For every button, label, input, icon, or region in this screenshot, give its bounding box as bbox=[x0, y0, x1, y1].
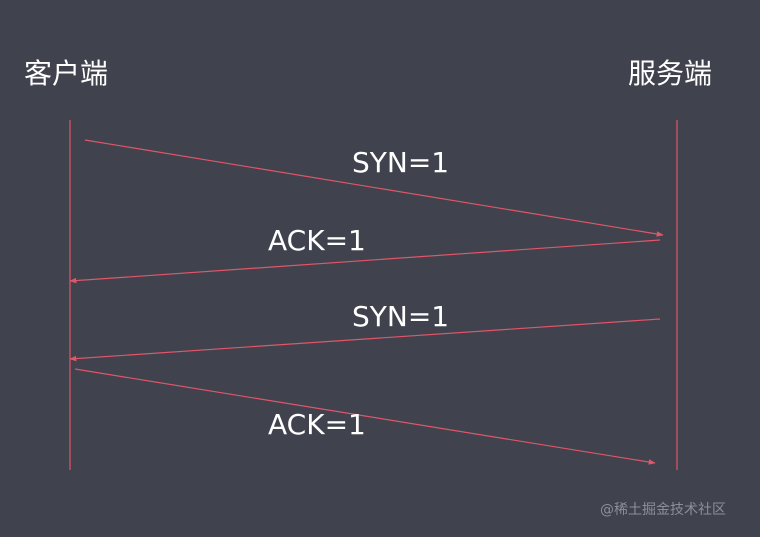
message-label-syn: SYN=1 bbox=[352, 146, 450, 179]
arrow-ack-client-to-server bbox=[74, 368, 656, 465]
message-label-ack: ACK=1 bbox=[268, 408, 366, 441]
server-title: 服务端 bbox=[628, 57, 713, 90]
watermark: @稀土掘金技术社区 bbox=[600, 502, 726, 518]
message-label-ack: ACK=1 bbox=[268, 224, 366, 257]
arrow-syn-client-to-server bbox=[84, 139, 664, 237]
arrow-syn-server-to-client bbox=[69, 318, 661, 362]
message-label-syn: SYN=1 bbox=[352, 300, 450, 333]
arrow-ack-server-to-client bbox=[69, 239, 661, 284]
client-title: 客户端 bbox=[24, 57, 109, 90]
